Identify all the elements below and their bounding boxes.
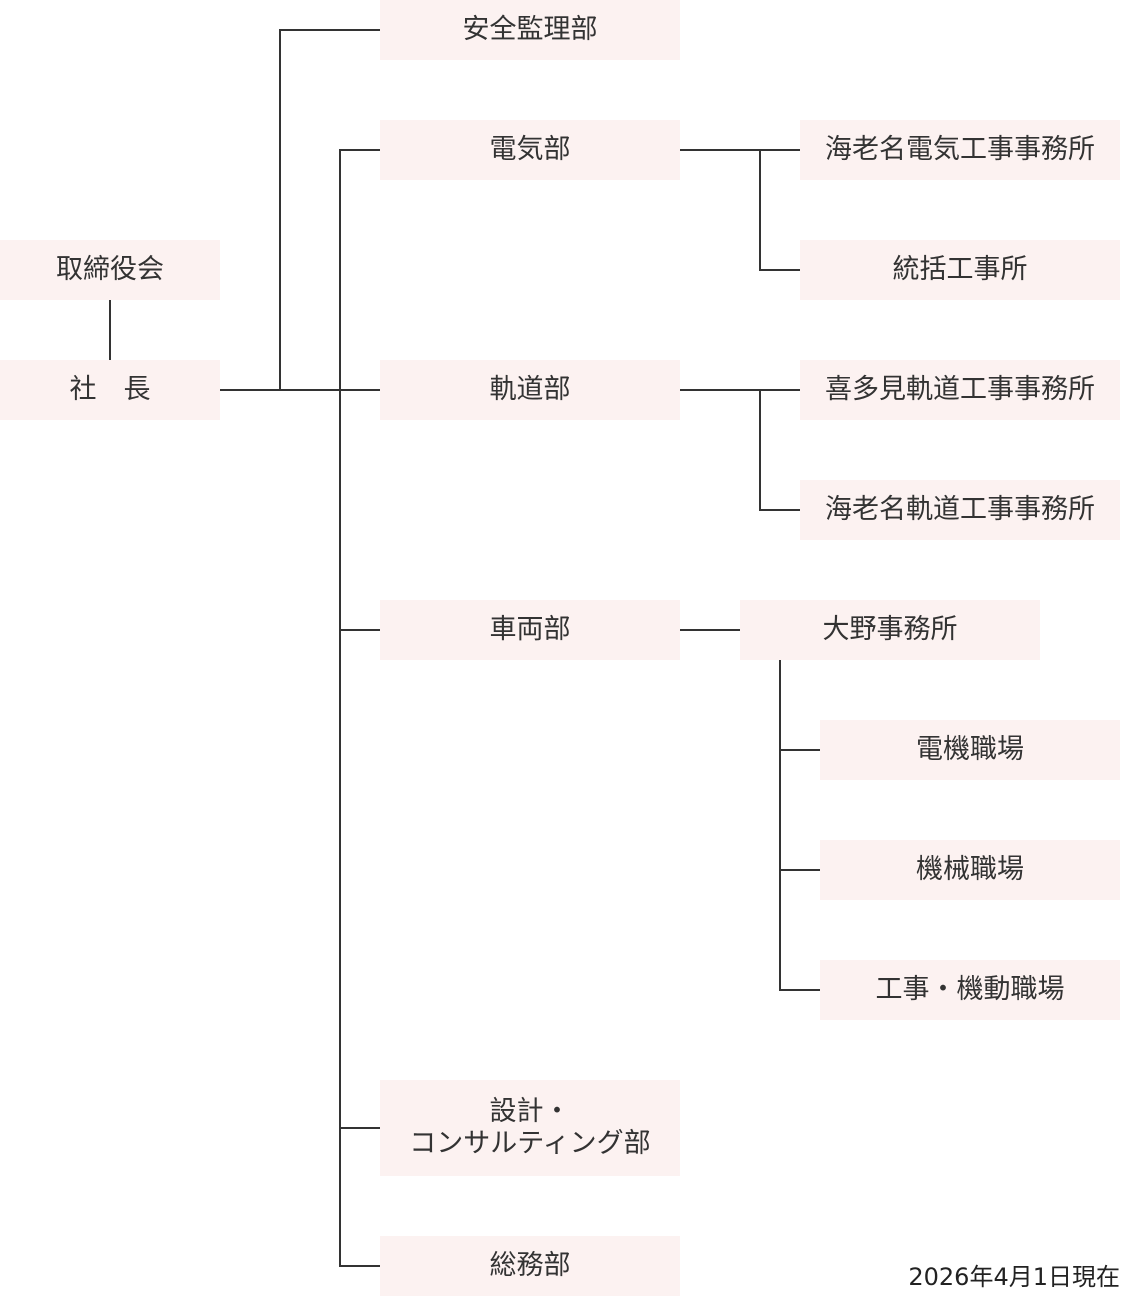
node-general-works-office: 統括工事所 [800,240,1120,300]
node-machinery-workshop: 機械職場 [820,840,1120,900]
node-electric-dept: 電気部 [380,120,680,180]
node-kitami-track-office: 喜多見軌道工事事務所 [800,360,1120,420]
design-dept-line1: 設計・ [489,1096,571,1127]
node-board: 取締役会 [0,240,220,300]
connector-line [679,389,800,391]
connector-line [109,299,111,360]
connector-line [779,749,820,751]
connector-line [339,149,380,151]
node-president: 社 長 [0,360,220,420]
node-general-affairs-dept: 総務部 [380,1236,680,1296]
connector-line [279,29,281,391]
node-ono-office: 大野事務所 [740,600,1040,660]
connector-line [339,1265,380,1267]
design-dept-line2: コンサルティング部 [409,1128,651,1159]
node-electric-machine-workshop: 電機職場 [820,720,1120,780]
node-works-mobile-workshop: 工事・機動職場 [820,960,1120,1020]
connector-line [759,269,800,271]
connector-line [779,659,781,991]
connector-line [339,629,380,631]
connector-line [279,29,380,31]
connector-line [759,509,800,511]
as-of-date: 2026年4月1日現在 [908,1263,1120,1291]
node-vehicle-dept: 車両部 [380,600,680,660]
node-ebina-track-office: 海老名軌道工事事務所 [800,480,1120,540]
connector-line [679,149,800,151]
node-design-dept: 設計・ コンサルティング部 [380,1080,680,1176]
connector-line [339,149,341,1267]
connector-line [779,989,820,991]
node-ebina-electric-office: 海老名電気工事事務所 [800,120,1120,180]
connector-line [779,869,820,871]
node-track-dept: 軌道部 [380,360,680,420]
connector-line [759,149,761,271]
connector-line [339,1127,380,1129]
connector-line [759,389,761,511]
connector-line [679,629,740,631]
node-safety-dept: 安全監理部 [380,0,680,60]
connector-line [219,389,380,391]
